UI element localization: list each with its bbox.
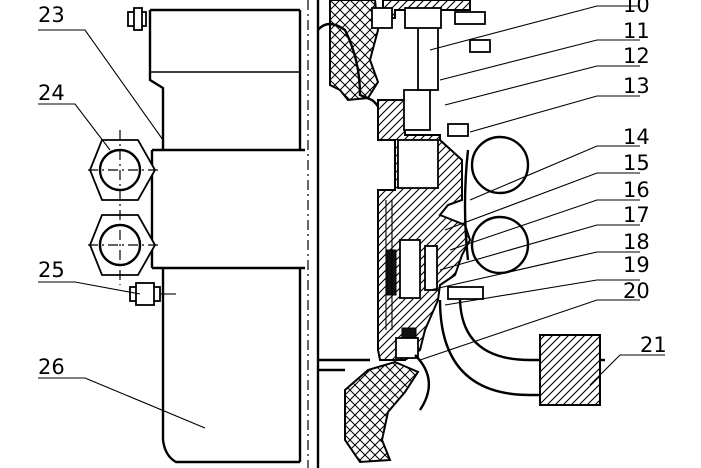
outlet-pipe	[414, 299, 605, 411]
part-label: 10	[623, 0, 650, 17]
part-label: 12	[623, 44, 650, 68]
part-number-labels: 10 11 12 13 14 15 16 17 18 19 20 21 23 2…	[38, 0, 667, 379]
part-label: 19	[623, 253, 650, 277]
shaft	[307, 0, 320, 468]
part-label: 18	[623, 230, 650, 254]
part-label: 21	[640, 333, 667, 357]
gland-bolts	[371, 7, 491, 300]
part-label: 14	[623, 125, 650, 149]
part-label: 17	[623, 203, 650, 227]
part-label: 25	[38, 258, 65, 282]
part-label: 26	[38, 355, 65, 379]
part-label: 13	[623, 74, 650, 98]
part-label: 24	[38, 81, 65, 105]
cooling-jacket	[463, 135, 530, 275]
part-label: 23	[38, 3, 65, 27]
part-label: 20	[623, 279, 650, 303]
part-label: 15	[623, 151, 650, 175]
pump-housing	[127, 7, 302, 464]
part-label: 16	[623, 178, 650, 202]
seal-gland-assembly	[377, 0, 472, 361]
inlet-flange	[88, 130, 305, 285]
part-label: 11	[623, 19, 650, 43]
leader-lines	[38, 5, 665, 429]
